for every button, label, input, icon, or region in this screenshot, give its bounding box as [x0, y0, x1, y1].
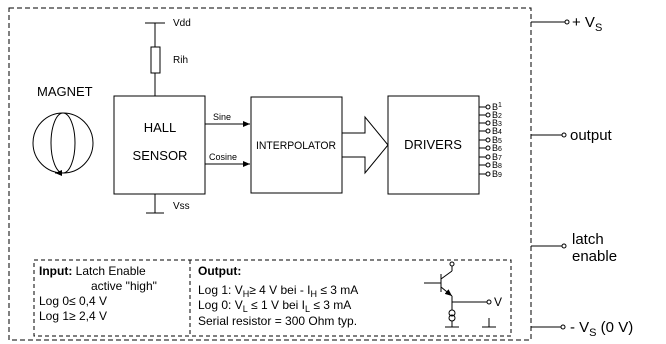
output-transistor-icon	[424, 261, 496, 328]
svg-text:Output:: Output:	[198, 264, 241, 278]
input-spec: Input: Latch Enable active "high" Log 0≤…	[39, 264, 157, 323]
svg-text:output: output	[570, 127, 613, 144]
hall-sensor-label-1: HALL	[144, 120, 177, 135]
svg-text:Log 1: VH≥ 4 V bei - IH ≤ 3: Log 1: VH≥ 4 V bei - IH ≤ 3 mA	[198, 283, 358, 299]
svg-text:Cosine: Cosine	[209, 152, 237, 162]
spec-box	[33, 259, 512, 337]
pin-b1: B1	[492, 102, 502, 112]
pin-b3: B3	[492, 118, 502, 128]
sine-signal: Sine	[205, 112, 250, 127]
output-spec: Output: Log 1: VH≥ 4 V bei - IH ≤ 3 mA L…	[198, 264, 358, 328]
interpolator-label: INTERPOLATOR	[256, 140, 336, 152]
pin-b8: B8	[492, 160, 502, 170]
svg-text:Input: Latch Enable: Input: Latch Enable	[39, 264, 146, 278]
driver-output-pins: B1 B2 B3 B4 B5 B6 B7 B8 B9	[479, 102, 502, 179]
svg-text:enable: enable	[572, 248, 617, 265]
interpolator-block	[250, 96, 343, 194]
svg-text:active "high": active "high"	[91, 279, 157, 293]
terminal-minus-vs: - VS (0 V)	[531, 319, 633, 339]
svg-text:latch: latch	[572, 231, 604, 248]
chip-outline	[8, 7, 532, 341]
data-bus-arrow	[341, 115, 389, 175]
resistor-rih: Rih	[150, 46, 188, 96]
terminal-output: output	[531, 127, 613, 144]
hall-sensor-block	[113, 95, 206, 195]
vss-supply: Vss	[146, 194, 190, 214]
svg-text:Log 0: VL ≤ 1 V bei IL ≤ 3: Log 0: VL ≤ 1 V bei IL ≤ 3 mA	[198, 298, 351, 314]
svg-text:+ VS: + VS	[572, 14, 602, 34]
drivers-label: DRIVERS	[404, 137, 462, 152]
svg-text:Vss: Vss	[173, 201, 190, 212]
pin-b6: B6	[492, 143, 502, 153]
pin-b4: B4	[492, 126, 502, 136]
svg-text:Serial resistor = 300 Ohm ty: Serial resistor = 300 Ohm typ.	[198, 314, 357, 328]
pin-b5: B5	[492, 135, 502, 145]
svg-text:- VS (0 V): - VS (0 V)	[570, 319, 633, 339]
svg-text:Sine: Sine	[213, 112, 231, 122]
svg-text:Log 0≤ 0,4 V: Log 0≤ 0,4 V	[39, 294, 107, 308]
drivers-block	[387, 95, 480, 195]
svg-text:Log 1≥ 2,4 V: Log 1≥ 2,4 V	[39, 309, 107, 323]
output-v-label: V	[494, 295, 502, 309]
terminal-plus-vs: + VS	[531, 14, 602, 34]
pin-b2: B2	[492, 110, 502, 120]
magnet-icon	[32, 112, 94, 176]
hall-sensor-label-2: SENSOR	[133, 148, 188, 163]
magnet-label: MAGNET	[37, 84, 93, 99]
cosine-signal: Cosine	[205, 152, 250, 167]
pin-b7: B7	[492, 152, 502, 162]
pin-b9: B9	[492, 169, 502, 179]
svg-text:Vdd: Vdd	[173, 18, 191, 29]
terminal-latch-enable: latch enable	[531, 231, 617, 265]
vdd-supply: Vdd	[145, 18, 191, 47]
svg-text:Rih: Rih	[173, 55, 188, 66]
